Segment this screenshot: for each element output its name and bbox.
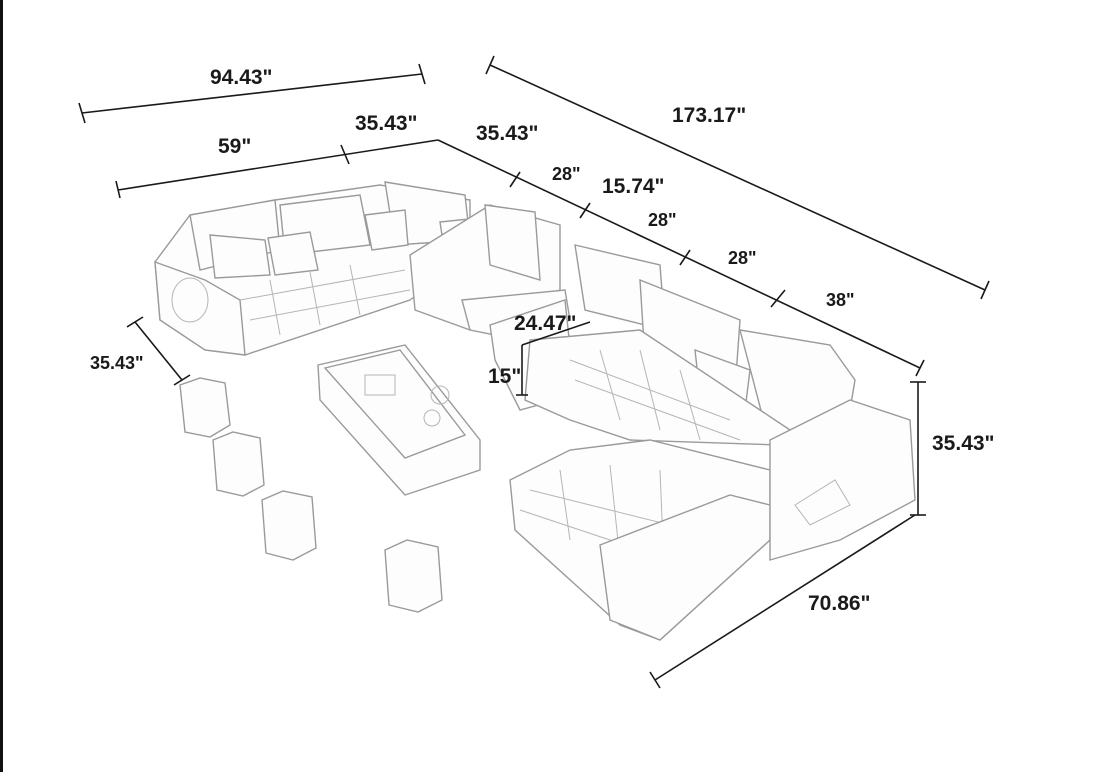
dim-module-3: 28" — [728, 248, 757, 268]
left-sofa-section — [154, 181, 483, 356]
dim-module-1: 28" — [552, 164, 581, 184]
dim-corner-width-left: 35.43" — [355, 112, 418, 135]
right-sofa-section — [409, 204, 916, 641]
dim-total-left-width: 94.43" — [210, 66, 273, 89]
ottomans — [179, 377, 443, 613]
dim-total-right-length: 173.17" — [672, 104, 747, 127]
dim-back-height: 35.43" — [932, 432, 995, 455]
dim-console-height: 15" — [488, 365, 522, 388]
dim-corner-width-right: 35.43" — [476, 122, 539, 145]
coffee-table — [317, 344, 481, 496]
ottoman — [384, 539, 443, 613]
ottoman — [261, 490, 317, 561]
dim-console-width: 15.74" — [602, 175, 665, 198]
dim-end-module: 38" — [826, 290, 855, 310]
ottoman — [179, 377, 231, 438]
dim-console-depth: 24.47" — [514, 312, 577, 335]
ottoman — [212, 431, 265, 497]
dim-ottoman-spacing: 35.43" — [90, 353, 144, 373]
left-border — [0, 0, 3, 772]
dim-module-2: 28" — [648, 210, 677, 230]
dimension-lines — [78, 55, 990, 689]
dim-chaise-length: 70.86" — [808, 592, 871, 615]
dim-left-seat-width: 59" — [218, 135, 252, 158]
